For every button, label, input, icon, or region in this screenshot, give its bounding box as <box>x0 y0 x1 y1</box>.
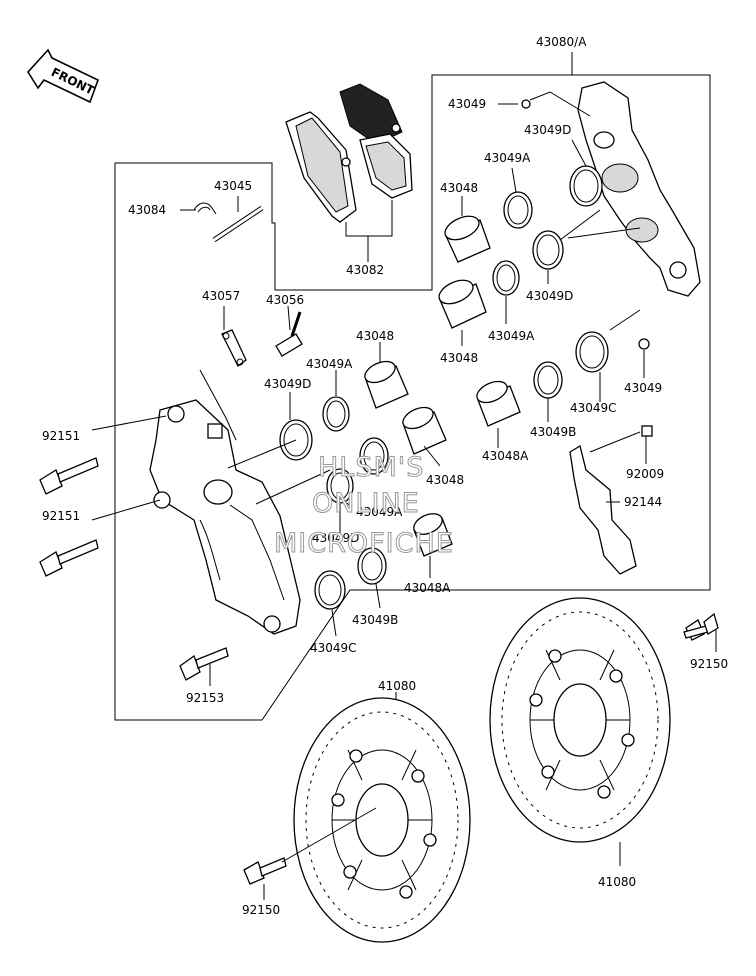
piston-43048-mid <box>438 279 487 329</box>
leader-lines <box>91 91 717 900</box>
piston-43048-left <box>364 360 409 409</box>
label-43057: 43057 <box>202 289 240 303</box>
brake-pad-front <box>285 111 357 223</box>
label-92144: 92144 <box>624 495 662 509</box>
label-43048-center: 43048 <box>426 473 464 487</box>
label-43049-right: 43049 <box>624 381 662 395</box>
seal-rings <box>279 99 650 610</box>
front-arrow-icon: FRONT <box>27 48 99 104</box>
label-43049-top: 43049 <box>448 97 486 111</box>
bolt-92150-left <box>243 857 287 885</box>
piston-43048A-center <box>413 513 453 557</box>
label-92151-a: 92151 <box>42 429 80 443</box>
label-43049D-center: 43049D <box>312 531 359 545</box>
watermark-line-1: HLSM'S <box>318 452 424 483</box>
bolt-92153 <box>179 647 229 681</box>
label-43049D-top: 43049D <box>524 123 571 137</box>
label-43049B-center: 43049B <box>352 613 398 627</box>
bolt-92151-upper <box>39 457 99 495</box>
pad-spring-plate <box>221 329 247 367</box>
brake-pad-rear <box>339 83 413 199</box>
bolt-92151-lower <box>39 539 99 577</box>
label-43048-left: 43048 <box>356 329 394 343</box>
piston-43048A-right <box>476 380 521 427</box>
label-41080-left: 41080 <box>378 679 416 693</box>
brake-disc-right <box>489 597 671 843</box>
label-43048-top: 43048 <box>440 181 478 195</box>
label-43049A-center: 43049A <box>356 505 403 519</box>
label-43048-mid: 43048 <box>440 351 478 365</box>
label-43082: 43082 <box>346 263 384 277</box>
label-43084: 43084 <box>128 203 166 217</box>
caliper-body <box>149 399 301 635</box>
label-43045: 43045 <box>214 179 252 193</box>
label-43056: 43056 <box>266 293 304 307</box>
label-92151-b: 92151 <box>42 509 80 523</box>
label-43049D-mid: 43049D <box>526 289 573 303</box>
label-92150-right: 92150 <box>690 657 728 671</box>
label-43049A-mid: 43049A <box>488 329 535 343</box>
watermark-line-2: ONLINE <box>312 488 420 519</box>
bracket-92144 <box>569 444 637 575</box>
label-43080A: 43080/A <box>536 35 587 49</box>
label-43049B-right: 43049B <box>530 425 576 439</box>
label-92150-left: 92150 <box>242 903 280 917</box>
label-92009: 92009 <box>626 467 664 481</box>
brake-disc-left <box>293 697 471 943</box>
label-43049D-left: 43049D <box>264 377 311 391</box>
pin-clip <box>193 202 217 215</box>
bolt-92009 <box>641 425 653 437</box>
label-43049C-right: 43049C <box>570 401 617 415</box>
watermark-line-3: MICROFICHE <box>274 528 454 559</box>
label-43048A-right: 43048A <box>482 449 529 463</box>
watermark: HLSM'S ONLINE MICROFICHE <box>274 452 454 560</box>
label-43049A-left: 43049A <box>306 357 353 371</box>
part-labels: 43080/A 43049 43049D 43049A 43048 43049D… <box>42 35 728 917</box>
piston-43048-top <box>444 215 491 263</box>
label-43049A-top: 43049A <box>484 151 531 165</box>
caliper-outer-half <box>577 81 701 297</box>
pad-pin <box>212 205 264 243</box>
label-41080-right: 41080 <box>598 875 636 889</box>
label-92153: 92153 <box>186 691 224 705</box>
piston-43048-center <box>402 406 447 455</box>
bleeder-valve <box>275 311 303 357</box>
label-43049C-center: 43049C <box>310 641 357 655</box>
label-43048A-center: 43048A <box>404 581 451 595</box>
bolt-92150-right <box>683 612 719 641</box>
